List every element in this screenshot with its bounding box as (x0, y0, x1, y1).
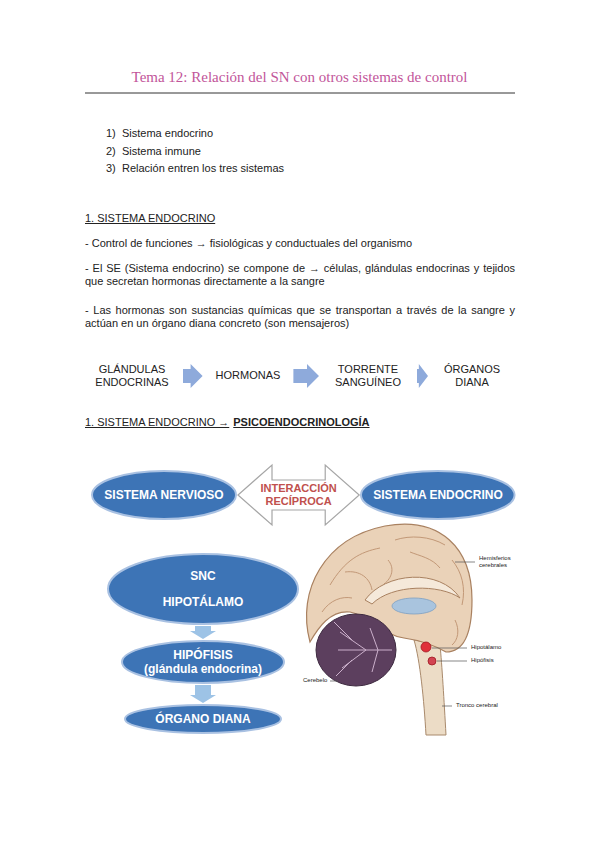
list-number: 3) (106, 162, 116, 175)
cerebellum-arbor (334, 622, 392, 676)
part-name: Hipotálamo (470, 644, 502, 651)
list-number: 1) (106, 127, 116, 140)
node-text: GLÁNDULAS ENDOCRINAS (94, 363, 170, 389)
ellipse-shape (108, 554, 298, 624)
page-title: Tema 12: Relación del SN con otros siste… (0, 69, 599, 86)
bullet-text: - Control de funciones → fisiológicas y … (85, 237, 515, 250)
node-text: HIPÓFISIS (173, 648, 232, 662)
leader-lines (330, 562, 475, 706)
list-item: Sistema inmune (122, 145, 201, 158)
node-text: ÓRGANO DIANA (155, 712, 250, 726)
block-arrow (183, 364, 203, 388)
brainstem (414, 640, 446, 735)
process-ellipse: HIPÓFISIS(glándula endocrina) (121, 640, 285, 684)
section-heading: 1. SISTEMA ENDOCRINO → (85, 416, 229, 429)
node-text: SISTEMA NERVIOSO (104, 488, 223, 502)
list-item: Relación entren los tres sistemas (122, 162, 284, 175)
system-ellipse: SISTEMA ENDOCRINO (360, 470, 516, 520)
process-ellipse: SNC HIPOTÁLAMO (107, 553, 299, 625)
ellipse-shape (125, 705, 281, 733)
ellipse-shape (92, 471, 236, 519)
block-arrow (417, 364, 428, 388)
block-arrow (190, 626, 216, 639)
pituitary-dot (428, 657, 436, 665)
node-text: HORMONAS (216, 369, 281, 382)
title-rule (85, 93, 515, 94)
flow-step: HORMONAS (213, 367, 284, 384)
list-item: Sistema endocrino (122, 127, 213, 140)
ellipse-outline (107, 553, 299, 625)
bullet-text: - El SE (Sistema endocrino) se compone d… (85, 262, 515, 288)
double-arrow (238, 465, 359, 525)
ventricle (392, 598, 436, 614)
list-number: 2) (106, 145, 116, 158)
part-name: Hipófisis (470, 657, 495, 664)
flow-step: GLÁNDULAS ENDOCRINAS (91, 361, 173, 391)
flow-step: ÓRGANOS DIANA (438, 361, 506, 391)
brain-illustration (307, 524, 475, 735)
ellipse-shape (361, 471, 515, 519)
bullet-text: - Las hormonas son sustancias químicas q… (85, 304, 515, 330)
node-text: SISTEMA ENDOCRINO (373, 488, 503, 502)
edge-label: INTERACCIÓN RECÍPROCA (249, 482, 349, 508)
ellipse-shape (122, 641, 284, 683)
node-text: TORRENTE SANGUÍNEO (332, 363, 404, 389)
part-name: Hemisferios cerebrales (478, 555, 518, 569)
node-text: HIPOTÁLAMO (163, 595, 244, 609)
section-heading-bold: PSICOENDOCRINOLOGÍA (233, 416, 369, 429)
part-name: Cerebelo (302, 677, 328, 684)
system-ellipse: SISTEMA NERVIOSO (91, 470, 237, 520)
node-text: (glándula endocrina) (144, 662, 262, 676)
block-arrow (293, 364, 319, 388)
block-arrow (190, 685, 216, 703)
part-name: Tronco cerebral (455, 702, 499, 709)
section-heading: 1. SISTEMA ENDOCRINO (85, 212, 215, 225)
process-ellipse: ÓRGANO DIANA (124, 704, 282, 734)
cerebellum (316, 614, 396, 686)
flow-step: TORRENTE SANGUÍNEO (329, 361, 407, 391)
node-text: ÓRGANOS DIANA (441, 363, 503, 389)
node-text: SNC (190, 569, 215, 583)
hypothalamus-dot (421, 642, 431, 652)
